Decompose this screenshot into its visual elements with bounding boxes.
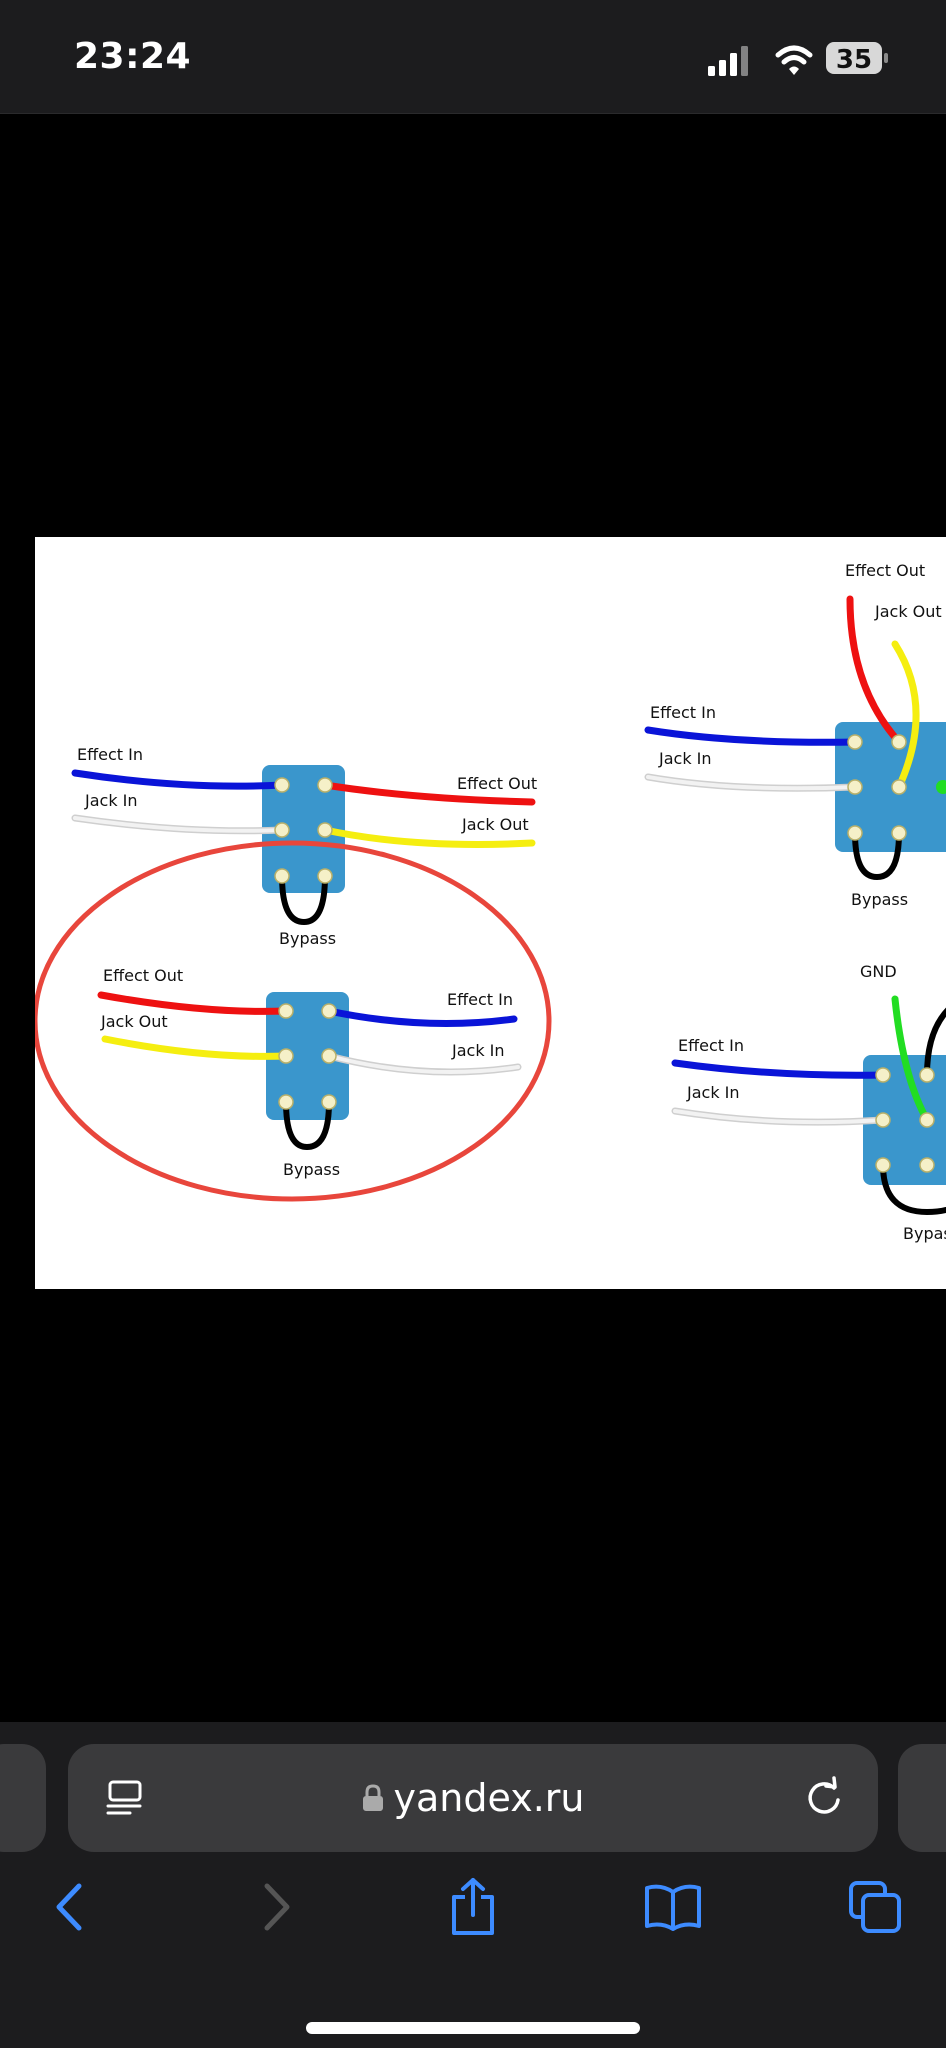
wire-bypass xyxy=(852,832,902,881)
wire-jack-out xyxy=(101,1035,290,1060)
wire-effect-in xyxy=(671,1059,887,1079)
url-display[interactable]: yandex.ru xyxy=(68,1744,878,1852)
label-jack-in: Jack In xyxy=(658,749,712,768)
nav-row xyxy=(0,1872,946,1958)
bookmarks-button[interactable] xyxy=(638,1872,708,1942)
wire-effect-out xyxy=(321,781,536,806)
label-bypass: Bypass xyxy=(279,929,336,948)
wifi-icon xyxy=(775,45,813,75)
tabs-button[interactable] xyxy=(840,1872,910,1942)
share-icon xyxy=(452,1878,494,1935)
label-gnd: GND xyxy=(860,962,897,981)
label-effect-out: Effect Out xyxy=(845,561,925,580)
highlight-ellipse xyxy=(35,840,552,1202)
switch-body xyxy=(863,1055,946,1185)
diagram-left-bottom: Effect Out Jack Out Effect In Jack In By… xyxy=(35,840,552,1202)
back-button[interactable] xyxy=(36,1872,106,1942)
label-bypass: Bypass xyxy=(851,890,908,909)
label-jack-in: Jack In xyxy=(84,791,138,810)
wire-jack-in xyxy=(673,1109,885,1125)
label-jack-in: Jack In xyxy=(451,1041,505,1060)
previous-tab-peek[interactable] xyxy=(0,1744,46,1852)
label-jack-out: Jack Out xyxy=(461,815,529,834)
wire-jack-out xyxy=(891,640,920,791)
wire-bypass xyxy=(279,875,328,926)
label-effect-in: Effect In xyxy=(77,745,143,764)
browser-toolbar: yandex.ru xyxy=(0,1722,946,2048)
switch-body xyxy=(835,722,946,852)
wire-jack-in xyxy=(646,775,857,791)
wire-effect-out xyxy=(846,595,903,746)
label-jack-out: Jack Out xyxy=(874,602,942,621)
wire-effect-in xyxy=(71,769,286,790)
wire-gnd xyxy=(891,995,931,1124)
label-effect-out: Effect Out xyxy=(103,966,183,985)
label-bypass: Bypass xyxy=(283,1160,340,1179)
diagram-left-top: Effect In Jack In Effect Out Jack Out By… xyxy=(71,745,537,948)
status-time: 23:24 xyxy=(74,36,192,77)
signal-icon xyxy=(708,46,748,76)
wire-jack-out xyxy=(321,826,536,848)
url-text: yandex.ru xyxy=(393,1776,585,1820)
forward-button[interactable] xyxy=(240,1872,310,1942)
forward-icon xyxy=(264,1883,290,1931)
back-icon xyxy=(56,1883,82,1931)
status-bar: 23:24 35 xyxy=(0,0,946,114)
wire-bypass xyxy=(880,1164,946,1216)
lock-icon xyxy=(362,1784,383,1811)
share-button[interactable] xyxy=(438,1872,508,1942)
tabs-icon xyxy=(849,1881,901,1933)
diagram-right-bottom: GND Effect In Jack In Bypas xyxy=(671,962,946,1243)
label-effect-in: Effect In xyxy=(447,990,513,1009)
bookmarks-icon xyxy=(645,1884,701,1931)
wire-effect-out xyxy=(97,991,290,1015)
wire-bypass xyxy=(283,1101,332,1151)
battery-level: 35 xyxy=(836,45,872,75)
address-bar[interactable]: yandex.ru xyxy=(68,1744,878,1852)
battery-icon: 35 xyxy=(826,42,888,75)
reader-icon[interactable] xyxy=(106,1778,146,1818)
wire-effect-in xyxy=(325,1007,518,1027)
status-icons: 35 xyxy=(708,42,888,76)
wire-effect-in xyxy=(644,726,859,746)
home-indicator[interactable] xyxy=(306,2022,640,2034)
label-effect-out: Effect Out xyxy=(457,774,537,793)
wiring-diagram: Effect In Jack In Effect Out Jack Out By… xyxy=(35,561,946,1243)
wiring-diagram-image: Effect In Jack In Effect Out Jack Out By… xyxy=(35,537,946,1289)
reload-icon[interactable] xyxy=(802,1776,846,1820)
label-bypass: Bypas xyxy=(903,1224,946,1243)
wire-jack-in xyxy=(327,1054,520,1075)
switch-body xyxy=(262,765,345,893)
label-jack-out: Jack Out xyxy=(100,1012,168,1031)
diagram-right-top: Effect Out Jack Out Effect In Jack In By… xyxy=(644,561,946,909)
label-jack-in: Jack In xyxy=(686,1083,740,1102)
switch-body xyxy=(266,992,349,1120)
label-effect-in: Effect In xyxy=(650,703,716,722)
next-tab-peek[interactable] xyxy=(898,1744,946,1852)
label-effect-in: Effect In xyxy=(678,1036,744,1055)
wire-jack-in xyxy=(73,816,284,833)
